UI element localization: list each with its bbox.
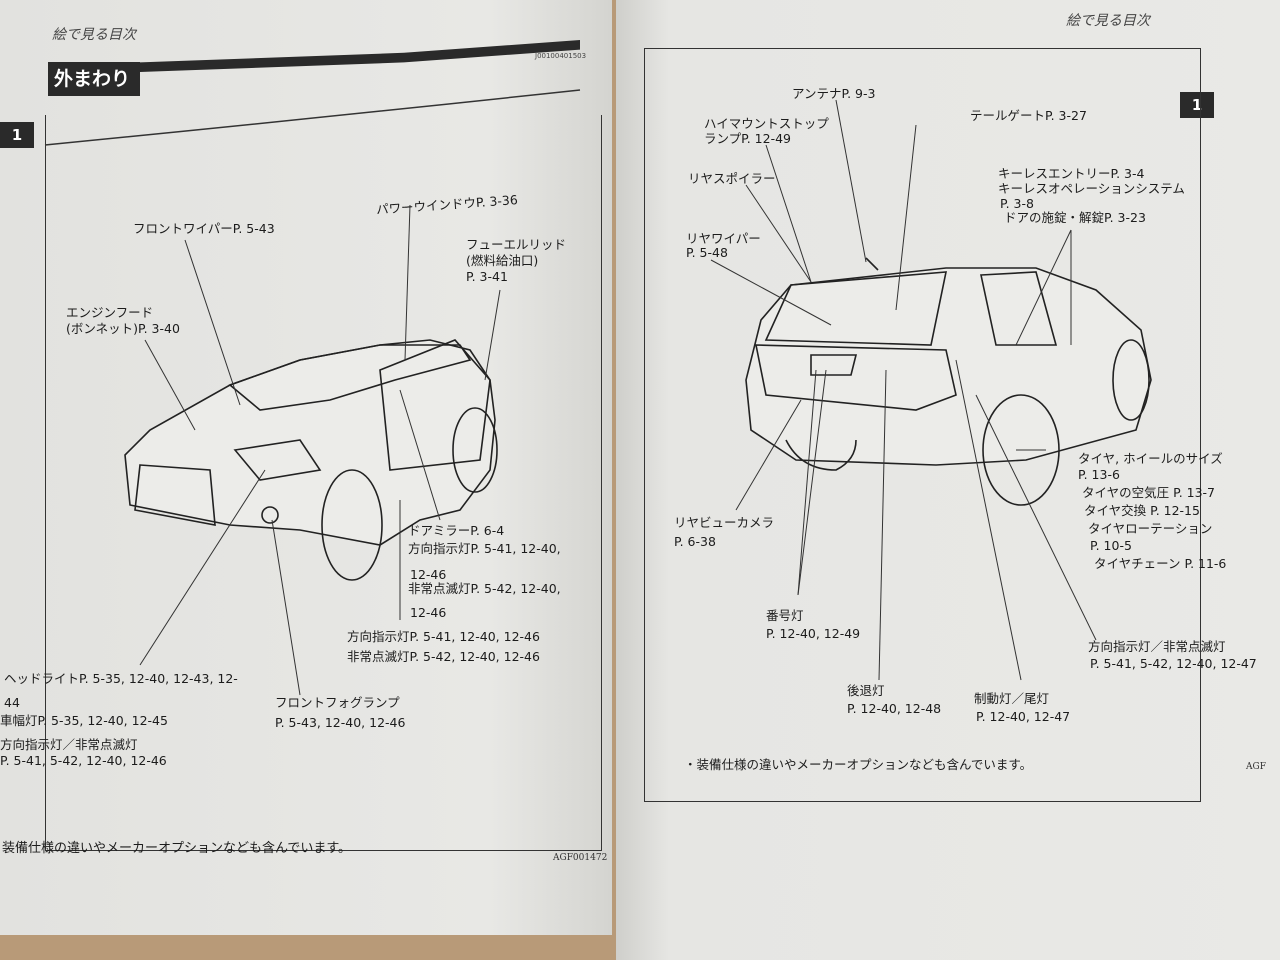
label-engine-hood: エンジンフード xyxy=(66,305,154,320)
label-fuel-lid-page: P. 3-41 xyxy=(466,269,508,284)
label-door-lock: ドアの施錠・解錠P. 3-23 xyxy=(1004,210,1146,225)
label-rear-turn-hazard-pages: P. 5-41, 5-42, 12-40, 12-47 xyxy=(1090,656,1257,671)
label-rear-wiper-page: P. 5-48 xyxy=(686,245,728,260)
label-high-mount-stop-page: ランプP. 12-49 xyxy=(704,131,791,146)
left-page: 絵で見る目次 外まわり J00100401503 1 フロントワイパーP. 5- xyxy=(0,0,612,935)
label-headlight-2: 44 xyxy=(4,695,20,710)
label-front-fog: フロントフォグランプ xyxy=(275,695,400,710)
label-antenna: アンテナP. 9-3 xyxy=(792,86,876,101)
label-rear-view-camera: リヤビューカメラ xyxy=(674,515,775,530)
chapter-tab: 1 xyxy=(1180,92,1214,118)
figure-frame xyxy=(644,48,1201,802)
label-tire-rotation-page: P. 10-5 xyxy=(1090,538,1132,553)
label-rear-spoiler: リヤスポイラー xyxy=(688,171,776,186)
label-tire-size-page: P. 13-6 xyxy=(1078,467,1120,482)
label-hazard-mirror-2: 12-46 xyxy=(410,605,447,620)
figure-code: AGF xyxy=(1246,762,1266,772)
label-turn-hazard: 方向指示灯／非常点滅灯 xyxy=(0,737,138,752)
label-tire-size: タイヤ, ホイールのサイズ xyxy=(1078,451,1223,466)
label-brake-tail-lamp-pages: P. 12-40, 12-47 xyxy=(976,709,1071,724)
label-turn-signal-mirror-2: 12-46 xyxy=(410,567,447,582)
footnote: 装備仕様の違いやメーカーオプションなども含んでいます。 xyxy=(2,841,352,856)
label-license-lamp: 番号灯 xyxy=(766,608,804,623)
label-high-mount-stop: ハイマウントストップ xyxy=(704,116,829,131)
label-rear-wiper: リヤワイパー xyxy=(686,231,761,246)
figure-code: AGF001472 xyxy=(553,853,608,863)
label-fuel-lid-sub: (燃料給油口) xyxy=(466,253,539,268)
figure-frame xyxy=(45,115,602,851)
doc-code: J00100401503 xyxy=(535,52,587,60)
label-license-lamp-pages: P. 12-40, 12-49 xyxy=(766,626,861,641)
label-fuel-lid: フューエルリッド xyxy=(466,237,567,252)
label-keyless-operation: キーレスオペレーションシステム xyxy=(998,181,1185,196)
label-turn-signal-mirror: 方向指示灯P. 5-41, 12-40, xyxy=(408,541,561,556)
label-backup-lamp-pages: P. 12-40, 12-48 xyxy=(847,701,942,716)
label-tire-change: タイヤ交換 P. 12-15 xyxy=(1084,503,1200,518)
label-hazard-mirror: 非常点滅灯P. 5-42, 12-40, xyxy=(408,581,561,596)
label-rear-view-camera-page: P. 6-38 xyxy=(674,534,716,549)
rear-car-illustration xyxy=(710,99,1152,681)
section-title: 外まわり xyxy=(54,68,131,90)
label-turn-hazard-pages: P. 5-41, 5-42, 12-40, 12-46 xyxy=(0,753,167,768)
chapter-tab: 1 xyxy=(0,122,34,148)
label-turn-signal-side: 方向指示灯P. 5-41, 12-40, 12-46 xyxy=(347,629,540,644)
label-keyless-operation-page: P. 3-8 xyxy=(1000,196,1034,211)
page-header: 絵で見る目次 xyxy=(1066,13,1150,29)
label-front-wiper: フロントワイパーP. 5-43 xyxy=(133,221,275,236)
label-door-mirror: ドアミラーP. 6-4 xyxy=(408,523,505,538)
footnote: ・装備仕様の違いやメーカーオプションなども含んでいます。 xyxy=(684,757,1033,772)
section-title-bar xyxy=(48,62,140,96)
label-brake-tail-lamp: 制動灯／尾灯 xyxy=(974,691,1050,706)
label-hazard-side: 非常点滅灯P. 5-42, 12-40, 12-46 xyxy=(347,649,540,664)
label-tailgate: テールゲートP. 3-27 xyxy=(970,108,1087,123)
label-bonnet: (ボンネット)P. 3-40 xyxy=(66,321,180,336)
label-headlight: ヘッドライトP. 5-35, 12-40, 12-43, 12- xyxy=(4,671,238,686)
label-tire-rotation: タイヤローテーション xyxy=(1088,521,1213,536)
label-keyless-entry: キーレスエントリーP. 3-4 xyxy=(998,166,1145,181)
right-page: 絵で見る目次 1 xyxy=(616,0,1280,960)
label-front-fog-pages: P. 5-43, 12-40, 12-46 xyxy=(275,715,406,730)
label-clearance-lamp: 車幅灯P. 5-35, 12-40, 12-45 xyxy=(0,713,168,728)
label-backup-lamp: 後退灯 xyxy=(847,683,885,698)
label-tire-chain: タイヤチェーン P. 11-6 xyxy=(1094,556,1227,571)
front-car-illustration xyxy=(44,89,581,696)
label-rear-turn-hazard: 方向指示灯／非常点滅灯 xyxy=(1088,639,1226,654)
label-tire-pressure: タイヤの空気圧 P. 13-7 xyxy=(1082,485,1216,500)
page-header: 絵で見る目次 xyxy=(52,27,136,43)
